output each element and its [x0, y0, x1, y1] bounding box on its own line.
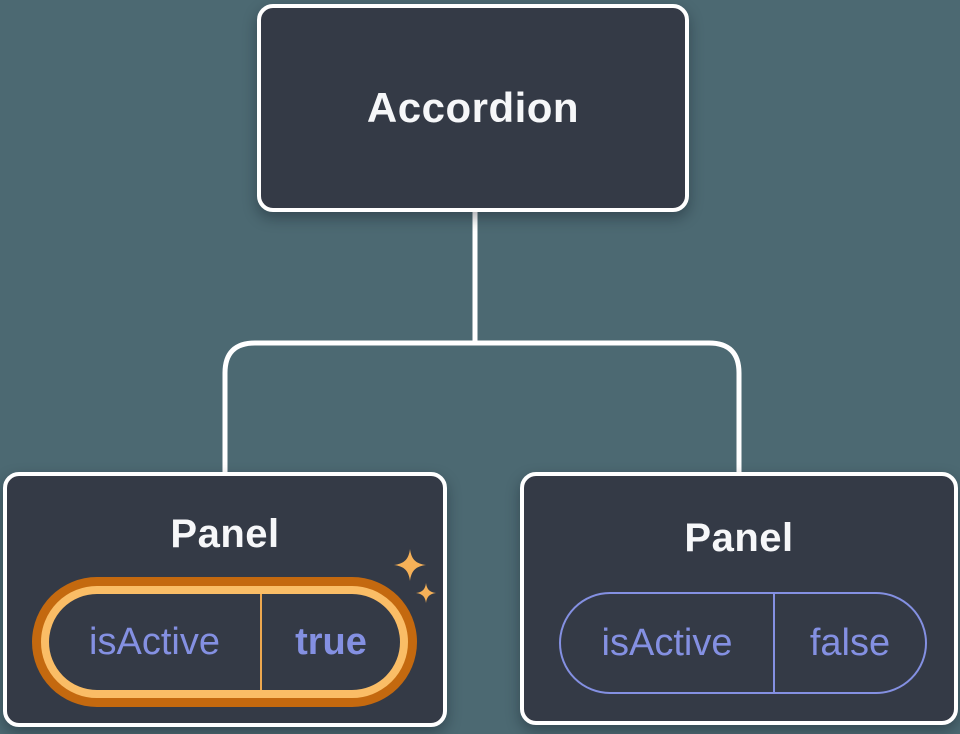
panel-node-title: Panel: [684, 516, 794, 560]
state-value-cell: true: [295, 620, 367, 663]
accordion-node: Accordion: [257, 4, 689, 212]
state-value-cell: false: [809, 621, 891, 664]
state-pill-plain: isActive false: [559, 592, 927, 694]
accordion-node-title: Accordion: [366, 84, 580, 131]
state-name-cell: isActive: [89, 620, 220, 663]
panel-node-title: Panel: [170, 512, 280, 556]
state-name-cell: isActive: [601, 621, 733, 664]
pill-divider: [260, 594, 262, 690]
sparkle-icon-large: [394, 549, 426, 581]
state-pill-highlighted: isActive true: [32, 577, 417, 707]
panel-node-active: Panel isActive true: [3, 472, 447, 727]
sparkle-icon-small: [416, 583, 436, 603]
panel-node-inactive: Panel isActive false: [520, 472, 958, 725]
pill-divider: [773, 594, 775, 692]
